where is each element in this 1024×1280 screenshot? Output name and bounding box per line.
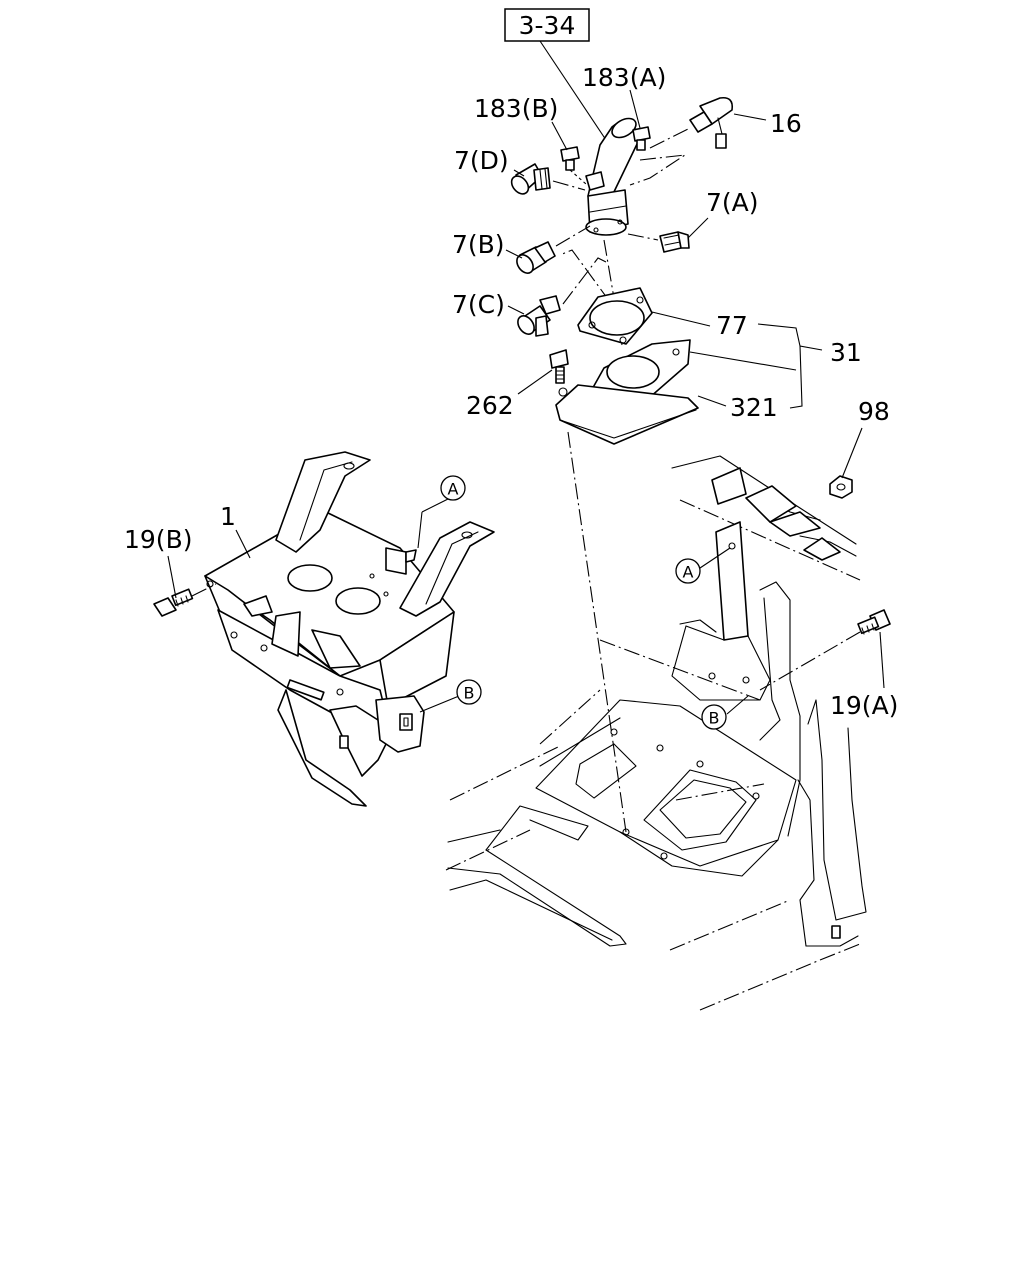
fitting-7d[interactable] — [508, 163, 551, 197]
valve-assembly — [585, 117, 639, 236]
pedal-bracket[interactable] — [204, 451, 495, 807]
plate-lower — [555, 384, 699, 445]
label-7d[interactable]: 7(D) — [454, 146, 509, 175]
callout-a-right-text: A — [683, 563, 694, 582]
reference-box-label: 3-34 — [519, 11, 576, 40]
label-31[interactable]: 31 — [830, 338, 862, 367]
label-7a[interactable]: 7(A) — [706, 188, 759, 217]
callout-b-left[interactable]: B — [456, 679, 482, 705]
callout-b-right-text: B — [709, 709, 720, 728]
label-7c[interactable]: 7(C) — [452, 290, 505, 319]
label-19a[interactable]: 19(A) — [830, 691, 898, 720]
fitting-7c[interactable] — [515, 295, 561, 337]
reference-box[interactable]: 3-34 — [504, 8, 590, 42]
cab-floor — [445, 455, 867, 1011]
screw-183b[interactable] — [560, 146, 587, 185]
callout-b-left-text: B — [464, 684, 475, 703]
label-183a[interactable]: 183(A) — [582, 63, 666, 92]
gasket-77[interactable] — [577, 287, 653, 345]
label-1[interactable]: 1 — [220, 502, 236, 531]
callout-a-left[interactable]: A — [440, 475, 466, 501]
label-7b[interactable]: 7(B) — [452, 230, 505, 259]
bolt-19b[interactable] — [153, 588, 194, 617]
callout-a-right[interactable]: A — [675, 558, 701, 584]
callout-a-left-text: A — [448, 480, 459, 499]
nut-98[interactable] — [829, 475, 853, 499]
callout-b-right[interactable]: B — [701, 704, 727, 730]
label-321[interactable]: 321 — [730, 393, 778, 422]
screw-183a[interactable] — [632, 126, 651, 151]
label-98[interactable]: 98 — [858, 397, 890, 426]
bolt-262[interactable] — [549, 349, 569, 397]
sensor-16[interactable] — [689, 96, 734, 149]
leader-lines — [167, 89, 885, 715]
label-16[interactable]: 16 — [770, 109, 802, 138]
fitting-7b[interactable] — [514, 241, 556, 276]
part-labels: 183(A) 183(B) 16 7(D) 7(A) 7(B) 7(C) 77 … — [124, 63, 898, 720]
fitting-7a[interactable] — [659, 231, 690, 253]
label-77[interactable]: 77 — [716, 311, 748, 340]
label-262[interactable]: 262 — [466, 391, 514, 420]
label-19b[interactable]: 19(B) — [124, 525, 192, 554]
bolt-19a[interactable] — [857, 609, 891, 635]
label-183b[interactable]: 183(B) — [474, 94, 558, 123]
